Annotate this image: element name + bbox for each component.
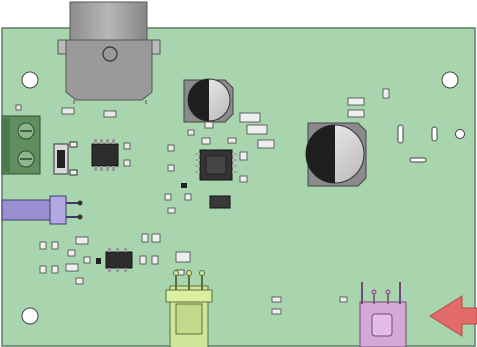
smd-component-body: [57, 150, 65, 168]
cable-connector: [1, 195, 83, 225]
smd-pad: [69, 141, 78, 148]
mounting-hole-icon: [441, 71, 459, 89]
arrow-pointer-icon: [429, 295, 477, 337]
ic-chip-icon: [105, 248, 133, 272]
smd-parts-cluster: [164, 112, 275, 214]
ic-chip-icon: [195, 149, 237, 181]
smd-parts-right: [347, 88, 390, 118]
header-2pin: [359, 282, 407, 347]
smd-resistors: [15, 104, 175, 172]
ic-chip-icon: [91, 139, 119, 171]
small-hole: [455, 129, 465, 139]
smd-component: [181, 183, 187, 188]
smd-component: [209, 195, 231, 209]
smd-parts-lower-left: [39, 233, 348, 315]
slot-hole: [409, 157, 427, 163]
mounting-hole-icon: [21, 307, 39, 325]
slot-hole: [431, 126, 438, 142]
terminal-block: [1, 115, 41, 175]
smd-pad: [69, 169, 78, 176]
slot-hole: [397, 124, 404, 144]
mounting-hole-icon: [21, 71, 39, 89]
electrolytic-capacitor-icon: [305, 122, 367, 187]
dc-jack-icon: [57, 1, 161, 104]
electrolytic-capacitor-icon: [183, 78, 234, 123]
smd-component: [96, 258, 101, 264]
header-3pin: [165, 270, 213, 347]
